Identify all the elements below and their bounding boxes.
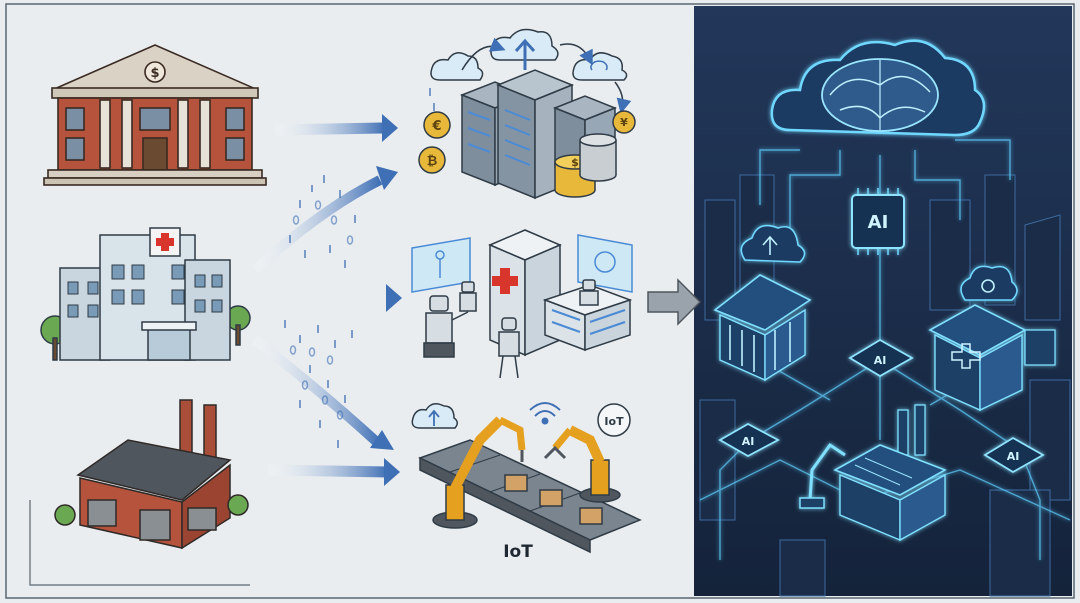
robot-icon xyxy=(459,281,477,312)
cloud-sync-icon xyxy=(572,52,628,81)
smart-robot-arm xyxy=(799,442,846,509)
finance-cloud-servers: $ € ₿ ¥ xyxy=(418,28,636,200)
data-flow-arrows xyxy=(251,114,402,486)
smart-bank-building xyxy=(713,274,812,382)
ai-chip-right-label: AI xyxy=(1007,450,1020,463)
hospital-building xyxy=(40,227,251,361)
ai-chip-main-label: AI xyxy=(868,212,889,233)
transition-arrow xyxy=(647,278,702,326)
euro-coin-label: € xyxy=(431,119,441,134)
factory-building xyxy=(54,399,249,550)
iot-manufacturing: IoT IoT xyxy=(411,402,642,562)
bank-building: $ xyxy=(43,44,267,186)
robot-arm-right xyxy=(543,425,621,503)
robot-icon xyxy=(498,317,520,379)
health-robotics xyxy=(411,229,633,379)
bitcoin-coin-label: ₿ xyxy=(427,154,438,169)
yen-coin-icon: ¥ xyxy=(612,110,636,134)
cloud-upload-icon xyxy=(740,224,806,263)
cloud-upload-icon xyxy=(411,403,458,429)
ai-smart-city-panel: AI xyxy=(694,6,1072,597)
ai-chip-left: AI xyxy=(718,422,780,458)
binary-data-dots xyxy=(289,200,354,420)
bank-dollar-sign: $ xyxy=(150,66,159,81)
ai-chip-center: AI xyxy=(848,338,914,378)
ai-chip-center-label: AI xyxy=(874,354,887,367)
robot-arm-left xyxy=(432,416,526,529)
iot-caption: IoT xyxy=(503,542,533,562)
ai-chip-left-label: AI xyxy=(742,435,755,448)
euro-coin-icon: € xyxy=(423,111,451,139)
sketch-border xyxy=(29,500,250,586)
cloud-gear-icon xyxy=(960,265,1018,301)
city-skyline xyxy=(699,174,1071,597)
ai-chip-right: AI xyxy=(983,436,1045,474)
ai-chip-main: AI xyxy=(851,188,905,255)
coin-stack: $ xyxy=(554,133,617,198)
iot-badge-label: IoT xyxy=(604,415,624,428)
yen-coin-label: ¥ xyxy=(620,116,628,129)
cloud-brain-icon xyxy=(770,39,986,137)
wifi-icon xyxy=(529,402,561,425)
binary-data-stream xyxy=(284,88,435,448)
robot-icon xyxy=(579,279,599,306)
robot-icon xyxy=(423,295,469,358)
smart-hospital-building xyxy=(928,304,1056,412)
iot-globe-badge: IoT xyxy=(597,403,631,437)
holo-screen-right xyxy=(577,234,633,293)
smart-factory-building xyxy=(833,404,947,542)
bitcoin-coin-icon: ₿ xyxy=(418,146,446,174)
package-box xyxy=(504,474,603,525)
coin-dollar-label: $ xyxy=(571,156,579,169)
